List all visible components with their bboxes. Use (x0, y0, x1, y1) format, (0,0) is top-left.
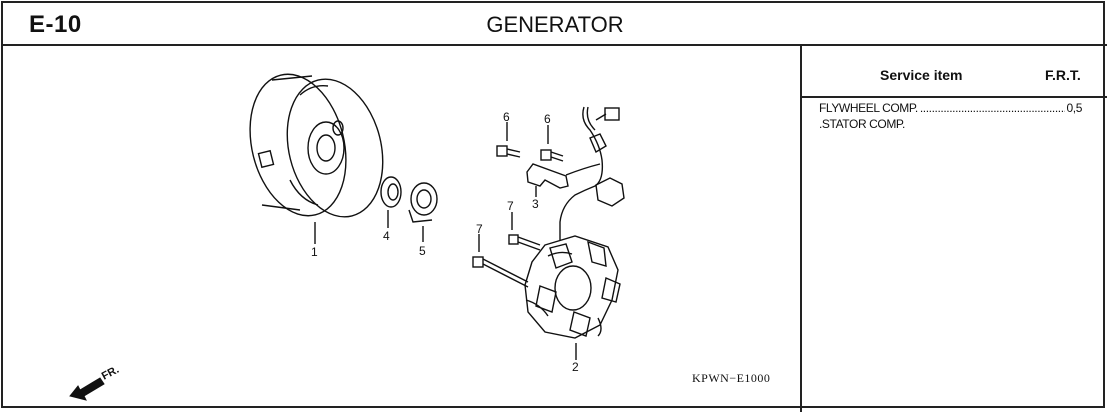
part-number-7b: 7 (476, 222, 483, 236)
nut-drawing (408, 182, 438, 242)
service-row: FLYWHEEL COMP. .........................… (819, 101, 1082, 115)
front-direction-label: FR. (100, 364, 121, 383)
stator-drawing (524, 235, 621, 360)
service-item-name: .STATOR COMP. (819, 117, 905, 131)
flywheel-drawing (249, 73, 384, 244)
part-number-7a: 7 (507, 199, 514, 213)
exploded-parts-diagram: 1 2 3 4 5 6 6 7 7 FR. (69, 73, 625, 401)
clamp-plate-drawing (526, 163, 569, 197)
service-item-frt: 0,5 (1066, 101, 1083, 115)
figure-code: KPWN−E1000 (692, 371, 771, 385)
page-title: GENERATOR (486, 12, 624, 37)
column-divider (800, 46, 802, 412)
section-code: E-10 (29, 11, 82, 38)
bolt-6a-drawing (496, 122, 521, 158)
frt-column-header: F.R.T. (1045, 67, 1081, 83)
service-item-name: FLYWHEEL COMP. (819, 101, 918, 115)
part-number-1: 1 (311, 245, 318, 259)
service-row: .STATOR COMP. (819, 117, 905, 131)
page-header: E-10 GENERATOR (3, 3, 1107, 46)
part-number-2: 2 (572, 360, 579, 374)
part-number-6b: 6 (544, 112, 551, 126)
wire-harness-drawing (559, 106, 625, 240)
bolt-6b-drawing (540, 125, 564, 162)
bolt-7a-drawing (508, 212, 541, 251)
service-item-column-header: Service item (880, 67, 963, 83)
collar-drawing (380, 176, 402, 228)
part-number-6a: 6 (503, 110, 510, 124)
part-number-4: 4 (383, 229, 390, 243)
service-table-header: Service item F.R.T. (802, 46, 1107, 98)
part-number-5: 5 (419, 244, 426, 258)
bolt-7b-drawing (472, 234, 529, 288)
front-arrow-icon: FR. (69, 364, 121, 401)
dot-leader: ........................................… (919, 101, 1065, 115)
part-number-3: 3 (532, 197, 539, 211)
